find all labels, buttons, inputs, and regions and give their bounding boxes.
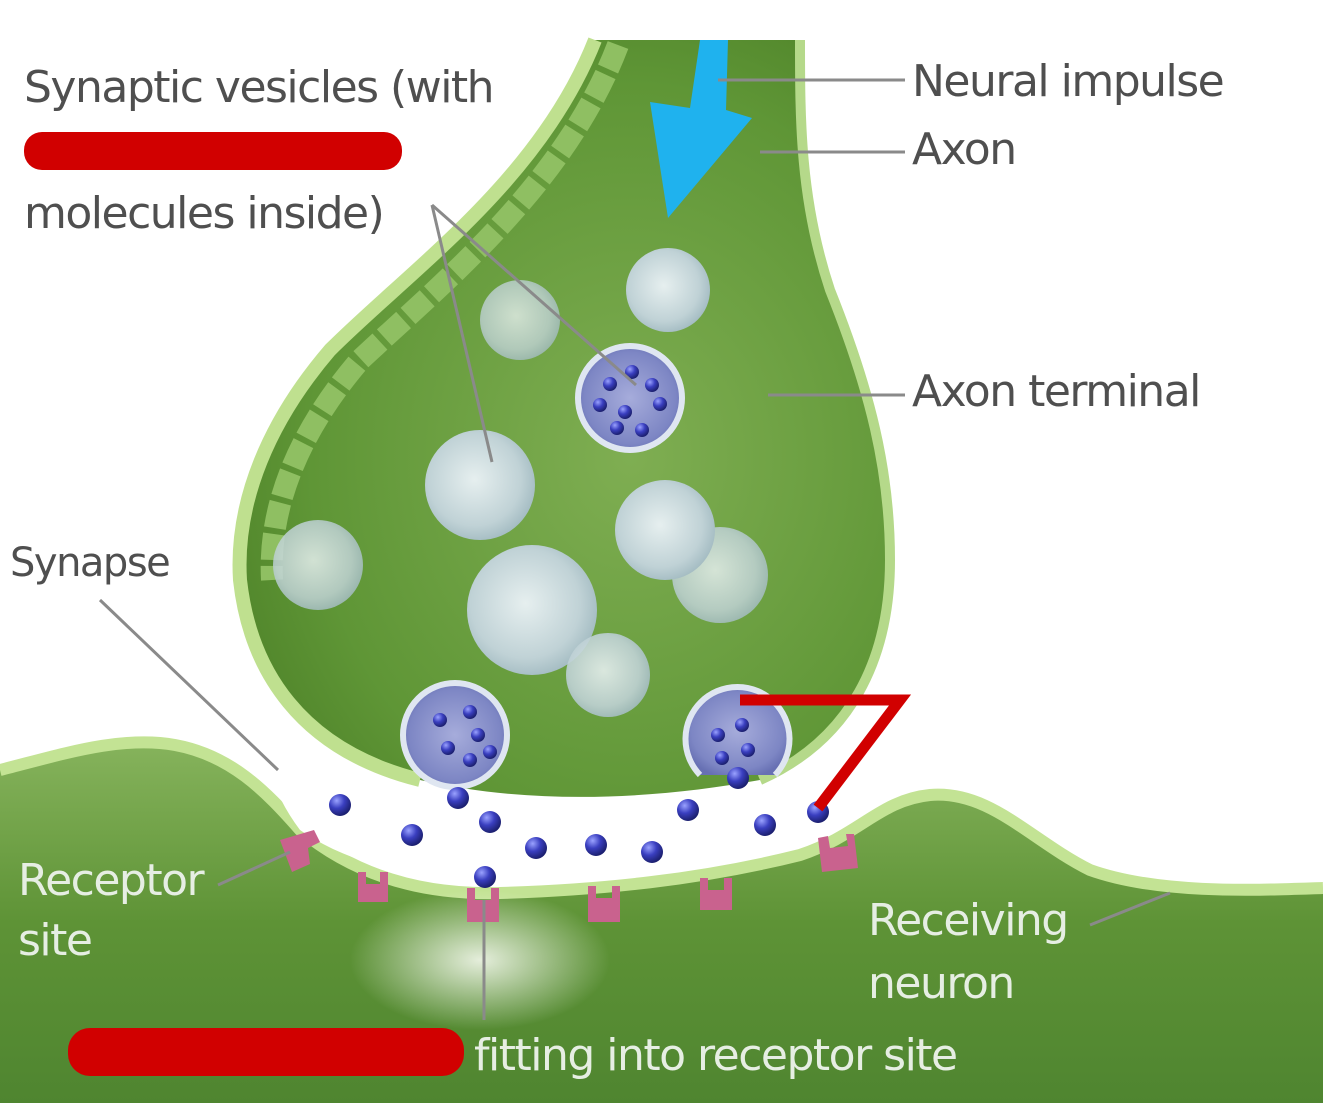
red-annotation-mark — [740, 694, 912, 812]
redaction-bar-bottom — [68, 1028, 464, 1076]
vesicle-empty — [480, 280, 560, 360]
receiving-neuron-body — [0, 742, 1323, 1103]
vesicle-empty — [626, 248, 710, 332]
synaptic-vesicles-label-line3: molecules inside) — [24, 188, 385, 239]
neural-impulse-arrow — [650, 40, 752, 218]
receptor-site-label-line1: Receptor — [18, 855, 205, 906]
neural-impulse-label: Neural impulse — [912, 56, 1225, 107]
vesicle-empty — [467, 545, 597, 675]
vesicle-empty — [615, 480, 715, 580]
vesicle-full-top — [575, 343, 685, 453]
axon-membrane-left — [232, 37, 602, 787]
synaptic-vesicles-label-line1: Synaptic vesicles (with — [24, 62, 495, 113]
vesicle-full-left — [400, 680, 510, 790]
receptor-site-label-line2: site — [18, 915, 93, 966]
leader-lines — [98, 78, 1171, 1020]
receiving-neuron-membrane — [0, 736, 1323, 900]
axon-membrane-left-inner — [260, 41, 629, 581]
synapse-label: Synapse — [10, 540, 171, 586]
axon-label: Axon — [912, 124, 1017, 175]
receiving-neuron-label-line1: Receiving — [868, 895, 1069, 946]
fitting-caption: fitting into receptor site — [474, 1030, 958, 1081]
axon-terminal-label: Axon terminal — [912, 366, 1201, 417]
receptor-sites — [280, 830, 858, 922]
receptor-activation-glow — [350, 890, 610, 1030]
receiving-neuron-label-line2: neuron — [868, 958, 1015, 1009]
redaction-bar-top — [24, 132, 402, 170]
vesicle-releasing-right — [682, 684, 793, 778]
released-molecules — [329, 767, 829, 888]
vesicle-empty — [566, 633, 650, 717]
synaptic-cleft — [270, 770, 830, 880]
vesicle-empty — [273, 520, 363, 610]
vesicle-empty — [425, 430, 535, 540]
